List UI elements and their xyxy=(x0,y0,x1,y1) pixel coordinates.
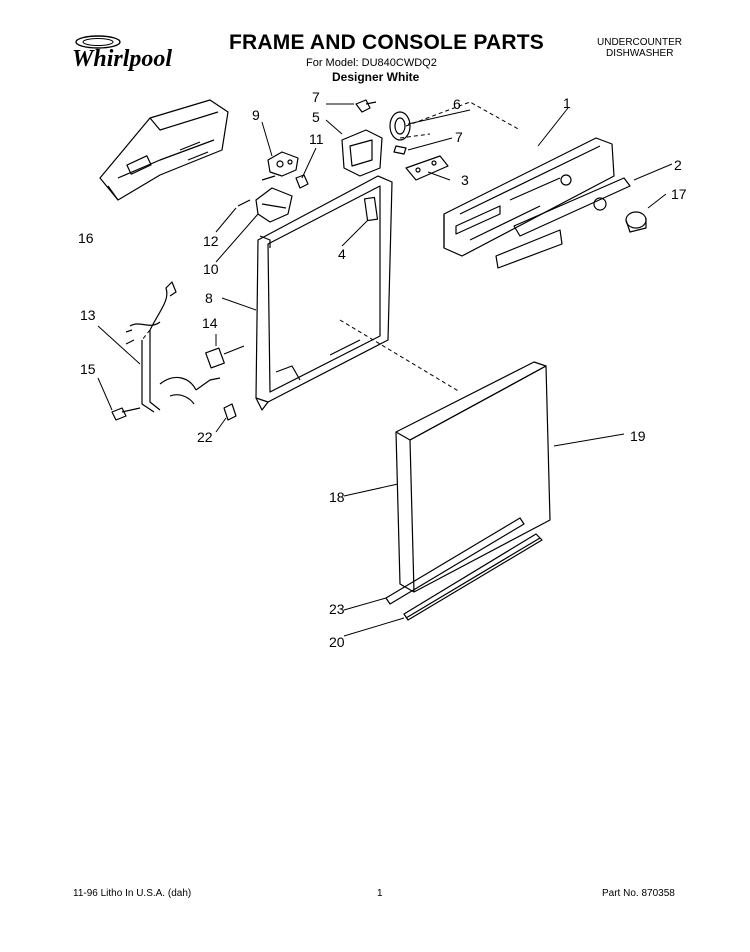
leader-lines xyxy=(97,103,673,637)
callout-labels: 1 2 3 4 5 6 7 7 8 9 10 11 12 13 14 15 16… xyxy=(78,89,687,650)
callout-9: 9 xyxy=(252,107,260,123)
part-6-selector xyxy=(389,111,411,141)
part-23-trim xyxy=(385,517,525,605)
part-15-screw xyxy=(111,407,141,421)
part-19-door-panel xyxy=(409,365,551,593)
part-7-screw-top xyxy=(355,99,377,113)
callout-7-right: 7 xyxy=(455,129,463,145)
callout-18: 18 xyxy=(329,489,345,505)
whirlpool-logo: Whirlpool xyxy=(72,35,172,72)
callout-11: 11 xyxy=(309,131,324,147)
part-9-latch xyxy=(267,151,299,177)
part-3-switch xyxy=(405,155,449,181)
part-1-console xyxy=(443,137,615,269)
part-7-screw-right xyxy=(393,145,407,155)
category-line-1: UNDERCOUNTER xyxy=(597,37,682,48)
category-line-2: DISHWASHER xyxy=(606,48,674,59)
part-14-switch xyxy=(205,345,245,369)
callout-12: 12 xyxy=(203,233,219,249)
part-8-door-frame xyxy=(255,175,393,411)
callout-5: 5 xyxy=(312,109,320,125)
part-2-panel xyxy=(513,177,631,237)
callout-14: 14 xyxy=(202,315,218,331)
callout-16: 16 xyxy=(78,230,94,246)
callout-1: 1 xyxy=(563,95,571,111)
part-18-insert-panel xyxy=(395,361,547,593)
callout-3: 3 xyxy=(461,172,469,188)
color-line: Designer White xyxy=(332,70,420,84)
brand-wordmark: Whirlpool xyxy=(72,46,172,72)
alignment-lines xyxy=(141,101,521,393)
part-13-harness xyxy=(125,281,221,413)
callout-15: 15 xyxy=(80,361,96,377)
callout-13: 13 xyxy=(80,307,96,323)
callout-19: 19 xyxy=(630,428,646,444)
part-16-baffle xyxy=(99,99,229,201)
part-10-latch-housing xyxy=(255,175,293,223)
callout-7-top: 7 xyxy=(312,89,320,105)
callout-20: 20 xyxy=(329,634,345,650)
part-20-bottom-strip xyxy=(403,533,543,621)
footer-part-number: Part No. 870358 xyxy=(602,888,675,899)
callout-23: 23 xyxy=(329,601,345,617)
footer-page-number: 1 xyxy=(377,888,383,899)
callout-4: 4 xyxy=(338,246,346,262)
part-5-bracket xyxy=(341,129,383,177)
callout-8: 8 xyxy=(205,290,213,306)
page-title: FRAME AND CONSOLE PARTS xyxy=(229,31,544,54)
part-11-screw xyxy=(295,174,309,189)
part-17-knob xyxy=(625,211,647,233)
footer-print-info: 11-96 Litho In U.S.A. (dah) xyxy=(73,888,192,899)
part-22-clip xyxy=(223,403,237,421)
callout-2: 2 xyxy=(674,157,682,173)
callout-6: 6 xyxy=(453,96,461,112)
callout-22: 22 xyxy=(197,429,213,445)
part-4-switch xyxy=(363,196,379,222)
part-12-pin xyxy=(237,199,251,207)
callout-17: 17 xyxy=(671,186,687,202)
callout-10: 10 xyxy=(203,261,219,277)
model-line: For Model: DU840CWDQ2 xyxy=(306,57,437,69)
